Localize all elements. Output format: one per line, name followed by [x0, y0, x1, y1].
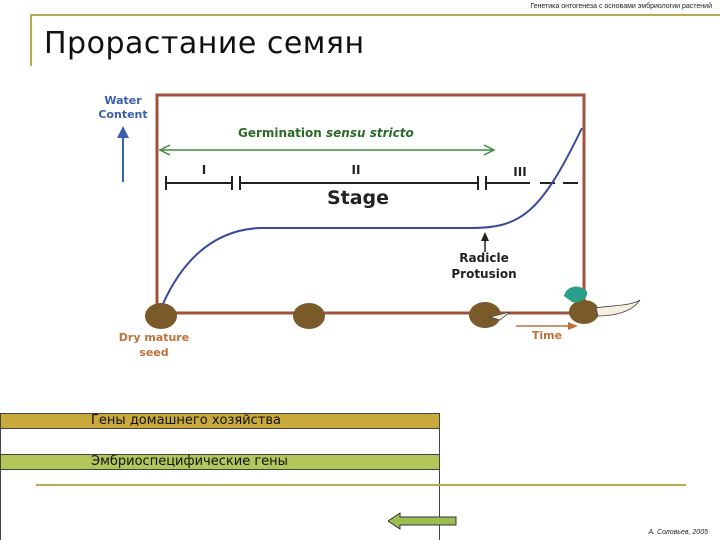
- seedling-leaf: [564, 286, 588, 303]
- emerging-radicle: [488, 311, 511, 321]
- germination-arrow-right-head: [483, 144, 496, 156]
- stage-numeral-2: II: [352, 163, 361, 177]
- header-rule: [30, 14, 720, 16]
- slide-title: Прорастание семян: [44, 26, 365, 61]
- radicle-label-1: Radicle: [459, 251, 508, 265]
- water-content-curve: [161, 127, 583, 307]
- germination-diagram: Water Content Germination sensu stricto …: [98, 93, 641, 359]
- imbibed-seed: [293, 303, 325, 329]
- germination-arrow-left-head: [158, 144, 171, 156]
- left-arrow-icon[interactable]: [388, 512, 458, 530]
- seedling-seed: [569, 300, 599, 324]
- y-axis-arrowhead: [117, 126, 129, 138]
- embryo-specific-genes-bar: Эмбриоспецифические гены: [0, 454, 440, 470]
- author-credit: А. Соловьев, 2005: [648, 529, 708, 536]
- course-title: Генетика онтогенеза с основами эмбриолог…: [530, 3, 712, 10]
- gene-panel-left-border: [0, 413, 1, 540]
- radicle-arrowhead: [481, 232, 489, 241]
- header-side-rule: [30, 14, 32, 66]
- radicle-label-2: Protusion: [451, 267, 516, 281]
- y-axis-label-2: Content: [98, 108, 147, 121]
- germinating-seed: [469, 302, 501, 328]
- stage-numeral-3: III: [513, 165, 526, 179]
- gene-panel-right-border: [439, 413, 440, 540]
- time-label: Time: [532, 329, 562, 342]
- dry-seed-label-1: Dry mature: [119, 331, 189, 344]
- dry-seed: [145, 303, 177, 329]
- germination-label: Germination sensu stricto: [238, 126, 414, 140]
- footer-rule: [36, 484, 686, 486]
- stage-bar: [165, 176, 578, 190]
- y-axis-label-1: Water: [104, 94, 142, 107]
- stage-numeral-1: I: [202, 163, 206, 177]
- time-arrowhead: [568, 322, 578, 330]
- stage-label: Stage: [327, 187, 389, 209]
- diagram-frame: [155, 93, 586, 315]
- housekeeping-genes-bar: Гены домашнего хозяйства: [0, 413, 440, 429]
- dry-seed-label-2: seed: [139, 346, 168, 359]
- seedling-root: [595, 299, 641, 317]
